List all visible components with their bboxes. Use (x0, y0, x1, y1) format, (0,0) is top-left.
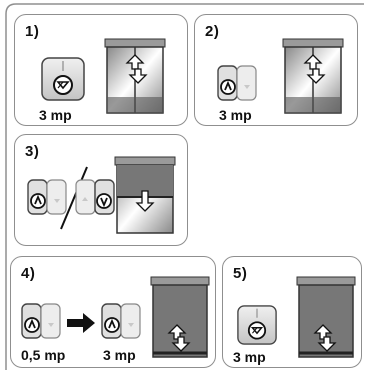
step-2-number: 2) (205, 23, 220, 40)
step-2-duration: 3 mp (219, 107, 252, 123)
down-arrow-icon (135, 190, 155, 212)
up-down-arrow-icon (313, 324, 337, 352)
remote-button-up-down (237, 305, 277, 345)
up-down-arrow-icon (125, 54, 148, 84)
remote-button-up (21, 303, 61, 339)
up-down-arrow-icon (167, 324, 191, 352)
step-5-duration: 3 mp (233, 349, 266, 365)
step-1-number: 1) (25, 23, 40, 40)
remote-button-up (101, 303, 141, 339)
window-blind-icon (114, 156, 176, 234)
step-4-duration-first: 0,5 mp (21, 347, 66, 363)
step-3-panel: 3) (14, 134, 188, 246)
step-4-number: 4) (21, 265, 36, 282)
step-2-panel: 2) 3 mp (194, 14, 358, 126)
right-arrow-icon (67, 313, 95, 333)
window-blind-icon (104, 38, 166, 114)
up-down-arrow-icon (303, 54, 326, 84)
window-blind-icon (296, 276, 356, 358)
step-1-duration: 3 mp (39, 107, 72, 123)
step-5-panel: 5) 3 mp (222, 256, 362, 368)
step-4-panel: 4) 0,5 mp 3 mp (10, 256, 216, 368)
step-5-number: 5) (233, 265, 248, 282)
remote-button-down (75, 179, 115, 215)
window-blind-icon (150, 276, 210, 358)
step-1-panel: 1) 3 mp (14, 14, 188, 126)
window-blind-icon (282, 38, 344, 114)
remote-button-up-down (41, 57, 85, 101)
remote-button-up (27, 179, 67, 215)
remote-button-up (217, 65, 257, 101)
or-slash-icon (60, 166, 88, 230)
step-4-duration-second: 3 mp (103, 347, 136, 363)
step-3-number: 3) (25, 143, 40, 160)
